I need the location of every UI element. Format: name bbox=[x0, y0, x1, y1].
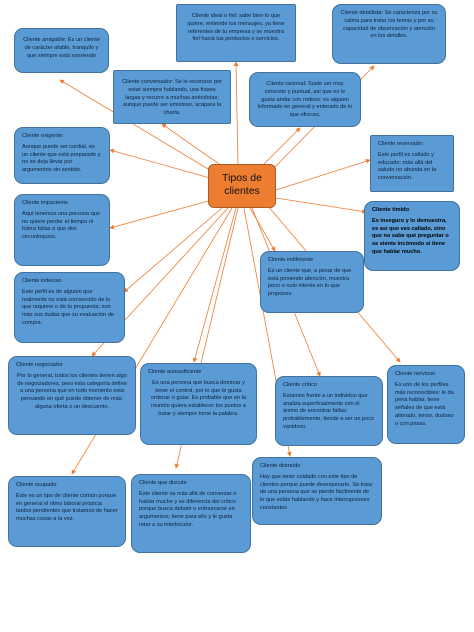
node-impaciente-title: Cliente impaciente bbox=[22, 200, 69, 206]
node-ideal-body: Cliente ideal o fiel: sabe bien lo que q… bbox=[187, 13, 285, 43]
node-autosuficiente-body: Es una persona que busca dominar y tener… bbox=[150, 379, 247, 418]
node-exigente-title: Cliente exigente: bbox=[22, 133, 64, 139]
connector-amigable bbox=[59, 79, 214, 173]
node-exigente-body: Aunque puede ser cordial, es un cliente … bbox=[22, 143, 101, 174]
connector-reservado bbox=[275, 158, 371, 191]
node-distraido-title: Cliente distraído bbox=[260, 463, 301, 469]
node-discute-body: Este cliente va más allá de conversar o … bbox=[139, 490, 237, 529]
node-amigable: Cliente amigable: Es un cliente de carác… bbox=[14, 28, 109, 73]
node-autosuficiente-title: Cliente autosuficiente bbox=[148, 369, 202, 375]
connector-racional bbox=[261, 127, 301, 167]
node-nervioso-body: Es uno de los perfiles más reconocibles:… bbox=[395, 381, 454, 427]
node-critico-title: Cliente crítico bbox=[283, 382, 317, 388]
connector-exigente bbox=[109, 148, 211, 179]
central-title-line2: clientes bbox=[224, 185, 260, 198]
node-negociador-title: Cliente negociador bbox=[16, 362, 63, 368]
node-impaciente: Cliente impaciente Aquí tenemos una pers… bbox=[14, 194, 110, 266]
node-timido-body: Es inseguro y lo demuestra, es así que v… bbox=[372, 217, 449, 256]
node-exigente: Cliente exigente: Aunque puede ser cordi… bbox=[14, 127, 110, 184]
node-reservado-body: Este perfil es callado y educado: más al… bbox=[378, 151, 437, 182]
node-nervioso: Cliente nervioso Es uno de los perfiles … bbox=[387, 365, 465, 444]
central-title-line1: Tipos de bbox=[222, 172, 262, 184]
node-ocupado-title: Cliente ocupado bbox=[16, 482, 57, 488]
node-detallista: Cliente detallista: Se caracteriza por s… bbox=[332, 4, 446, 64]
connector-impaciente bbox=[109, 199, 213, 230]
node-racional-body: Cliente racional: Suele ser muy concreto… bbox=[257, 81, 353, 119]
node-negociador: Cliente negociador Por lo general, todos… bbox=[8, 356, 136, 435]
node-critico-body: Estamos frente a un individuo que analiz… bbox=[283, 392, 375, 431]
connector-ideal bbox=[233, 61, 239, 165]
node-racional: Cliente racional: Suele ser muy concreto… bbox=[249, 72, 361, 127]
node-nervioso-title: Cliente nervioso bbox=[395, 371, 436, 377]
central-topic: Tipos de clientes bbox=[208, 164, 276, 208]
connector-indiferente bbox=[249, 207, 276, 252]
node-discute-title: Cliente que discute bbox=[139, 480, 187, 486]
connector-indeciso bbox=[123, 207, 223, 293]
node-critico: Cliente crítico Estamos frente a un indi… bbox=[275, 376, 383, 446]
node-indiferente-body: Es un cliente que, a pesar de que está p… bbox=[268, 267, 352, 298]
node-distraido: Cliente distraído Hay que tener cuidado … bbox=[252, 457, 382, 525]
connector-conversador bbox=[161, 123, 223, 167]
node-indiferente: Cliente indiferente Es un cliente que, a… bbox=[260, 251, 364, 313]
node-reservado-title: Cliente reservado: bbox=[378, 141, 424, 147]
node-amigable-body: Cliente amigable: Es un cliente de carác… bbox=[23, 37, 100, 59]
node-indeciso: Cliente indeciso Este perfil es de algui… bbox=[14, 272, 125, 343]
node-timido: Cliente tímido Es inseguro y lo demuestr… bbox=[364, 201, 460, 271]
node-reservado: Cliente reservado: Este perfil es callad… bbox=[370, 135, 454, 192]
node-indeciso-title: Cliente indeciso bbox=[22, 278, 62, 284]
node-indiferente-title: Cliente indiferente bbox=[268, 257, 314, 263]
node-timido-title: Cliente tímido bbox=[372, 207, 409, 213]
connector-autosuficiente bbox=[192, 207, 237, 363]
node-detallista-title: Cliente detallista: Se caracteriza por s… bbox=[340, 10, 438, 40]
connector-timido bbox=[275, 197, 367, 214]
node-autosuficiente: Cliente autosuficiente Es una persona qu… bbox=[140, 363, 257, 445]
node-indeciso-body: Este perfil es de alguien que realmente … bbox=[22, 288, 115, 327]
node-negociador-body: Por lo general, todos los clientes tiene… bbox=[17, 372, 127, 411]
node-impaciente-body: Aquí tenemos una persona que no quiere p… bbox=[22, 210, 101, 241]
node-discute: Cliente que discute Este cliente va más … bbox=[131, 474, 251, 553]
node-ideal: Cliente ideal o fiel: sabe bien lo que q… bbox=[176, 4, 296, 62]
node-conversador: Cliente conversador: Se le reconoce por … bbox=[113, 70, 231, 124]
node-ocupado-body: Este es un tipo de cliente común porque … bbox=[16, 492, 118, 523]
node-ocupado: Cliente ocupado Este es un tipo de clien… bbox=[8, 476, 126, 547]
node-distraido-body: Hay que tener cuidado con este tipo de c… bbox=[260, 473, 372, 512]
node-conversador-body: Cliente conversador: Se le reconoce por … bbox=[122, 79, 222, 117]
